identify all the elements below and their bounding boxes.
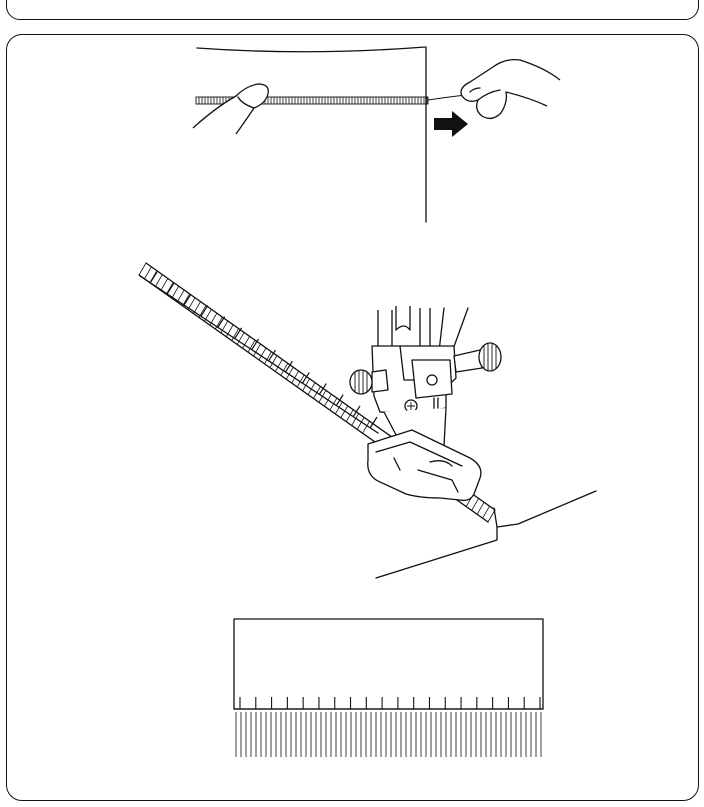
strip-hatch-line xyxy=(319,390,326,402)
strip-hatch-line xyxy=(204,309,211,321)
pull-thread-illustration xyxy=(193,47,560,222)
strip-hatch-line xyxy=(177,290,184,302)
zigzag-stitch-tick xyxy=(167,283,174,294)
right-knob-icon xyxy=(479,343,501,371)
strip-hatch-line xyxy=(155,275,162,287)
strip-hatch-line xyxy=(477,502,484,514)
presser-bar xyxy=(396,306,410,330)
zigzag-stitch-tick xyxy=(184,294,191,305)
clamp-screw-icon xyxy=(427,375,437,385)
stitch-line xyxy=(140,276,378,433)
strip-hatch-line xyxy=(194,302,201,314)
strip-hatch-line xyxy=(172,286,179,298)
thread-line xyxy=(452,308,468,352)
needle-bar xyxy=(378,310,392,348)
finished-fringe-illustration xyxy=(234,619,543,757)
zigzag-stitch-tick xyxy=(353,406,360,417)
fabric-lower-edge xyxy=(376,527,497,578)
finished-fabric xyxy=(234,619,543,709)
strip-hatch-line xyxy=(210,313,217,325)
strip-hatch-line xyxy=(188,298,195,310)
zigzag-stitch-tick xyxy=(201,305,208,316)
presser-foot xyxy=(350,306,501,500)
strip-hatch-line xyxy=(472,498,479,510)
fabric-top-edge xyxy=(197,47,425,52)
fabric-right-outline xyxy=(494,491,596,527)
left-hand-icon xyxy=(193,84,268,134)
arrow-right-icon xyxy=(434,111,468,137)
fringe-threads xyxy=(236,712,541,757)
strip-hatch-line xyxy=(324,394,331,406)
strip-hatch-line xyxy=(139,263,146,275)
sewing-fringe-illustration xyxy=(139,263,596,578)
knob-shaft-left xyxy=(372,370,388,392)
zigzag-stitch-ticks xyxy=(150,272,377,428)
strip-hatch-line xyxy=(144,267,151,279)
strip-hatch-line xyxy=(488,510,495,522)
zigzag-stitch-tick xyxy=(336,395,343,406)
zigzag-stitch-tick xyxy=(150,272,157,283)
strip-hatch-line xyxy=(330,398,337,410)
finished-stitch-ticks xyxy=(240,697,540,709)
loose-thread xyxy=(428,95,466,100)
left-knob-icon xyxy=(350,370,372,394)
right-hand-icon xyxy=(461,60,560,119)
strip-hatch-line xyxy=(483,506,490,518)
strip-hatch-line xyxy=(308,383,315,395)
strip-hatch-line xyxy=(199,305,206,317)
strip-hatch-line xyxy=(335,402,342,414)
strip-hatch-line xyxy=(161,278,168,290)
foot-sole xyxy=(368,430,481,500)
strip-hatch-line xyxy=(183,294,190,306)
knob-shaft-right xyxy=(454,350,482,372)
strip-hatch-line xyxy=(314,387,321,399)
